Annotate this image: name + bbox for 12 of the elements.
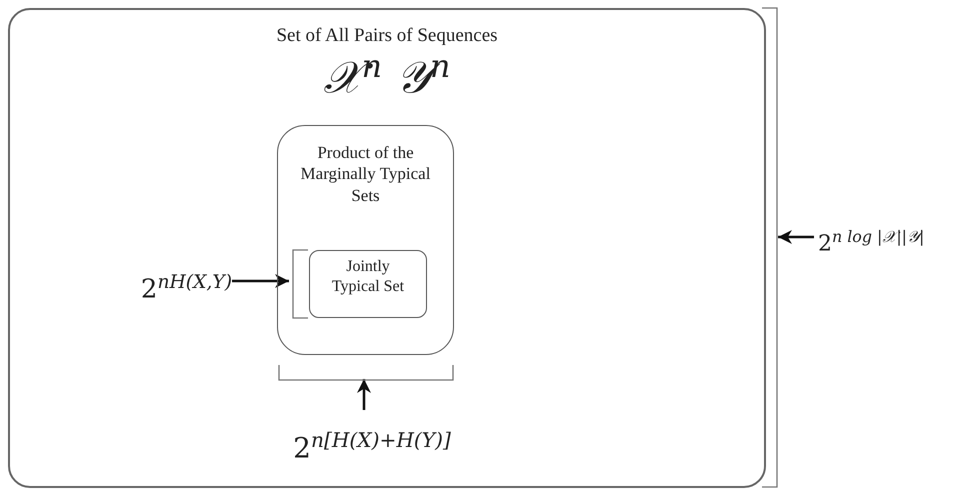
outer-set-box bbox=[8, 8, 766, 488]
heading: Jointly Typical Set bbox=[330, 257, 406, 297]
arrow bbox=[232, 274, 289, 288]
heading: Product of the Marginally Typical Sets bbox=[300, 142, 432, 206]
heading: Set of All Pairs of Sequences bbox=[275, 24, 499, 48]
arrow bbox=[357, 379, 371, 410]
size-expression: 2$^{nH(X,Y)}$ bbox=[140, 271, 232, 307]
arrow bbox=[778, 230, 814, 244]
product-set-box bbox=[277, 125, 454, 355]
size-expression: 2$^{n log |𝒳||𝒴|}$ bbox=[818, 226, 926, 258]
size-expression: 2$^{n[H(X)+H(Y)]}$ bbox=[292, 427, 452, 466]
jointly-typical-box bbox=[309, 250, 427, 318]
